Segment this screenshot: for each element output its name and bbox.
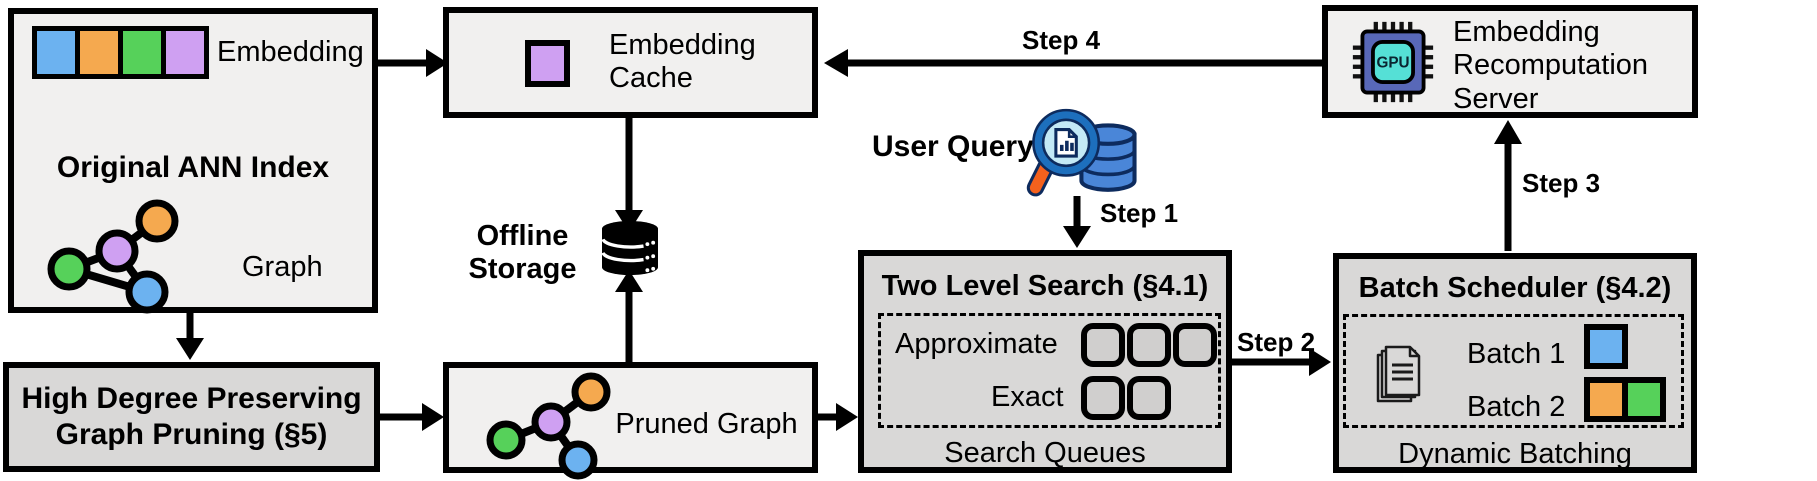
magnifier [1026, 108, 1101, 197]
approximate-queue-row [1081, 323, 1219, 367]
arrow-pruning-to-prunedgraph [380, 403, 444, 431]
two-level-search-title: Two Level Search (§4.1) [881, 270, 1209, 302]
user-query-search-database-icon [1026, 108, 1137, 197]
queue-slot [1081, 376, 1125, 420]
purple-swatch [161, 26, 209, 79]
arrow-prunedgraph-to-search [818, 403, 858, 431]
step1-label: Step 1 [1100, 198, 1179, 228]
step3-label: Step 3 [1522, 168, 1601, 198]
pruned-graph-label: Pruned Graph [615, 408, 798, 440]
batch-scheduler-box: Batch Scheduler (§4.2) Batch 1 Batch 2 [1333, 253, 1697, 473]
user-query-label: User Query [872, 130, 1034, 163]
queue-slot [1127, 323, 1171, 367]
step2-label: Step 2 [1237, 327, 1316, 357]
approximate-label: Approximate [895, 328, 1058, 360]
batch1-swatches [1584, 324, 1628, 369]
orange-swatch [75, 26, 123, 79]
arrow-cache-to-storage [615, 118, 643, 232]
embedding-cache-box: Embedding Cache [443, 7, 818, 118]
arrow-step1-query-to-search [1063, 196, 1091, 248]
search-queues-panel: Approximate Exact [878, 313, 1221, 428]
offline-storage-label: Offline Storage [468, 220, 577, 286]
exact-queue-row [1081, 376, 1173, 420]
gpu-text: GPU [1376, 55, 1409, 72]
graph-label: Graph [242, 251, 323, 283]
arrow-index-to-pruning [176, 313, 204, 360]
batch-scheduler-title: Batch Scheduler (§4.2) [1358, 272, 1672, 304]
document-chart-glyph [1054, 128, 1078, 158]
full-graph-icon [47, 199, 179, 314]
queue-slot [1081, 323, 1125, 367]
batch2-label: Batch 2 [1467, 391, 1566, 423]
queue-slot [1127, 376, 1171, 420]
graph-pruning-box: High Degree Preserving Graph Pruning (§5… [3, 362, 380, 472]
original-ann-index-box: Embedding Original ANN Index Graph [8, 8, 378, 314]
dynamic-batching-panel: Batch 1 Batch 2 [1343, 314, 1684, 428]
two-level-search-box: Two Level Search (§4.1) Approximate Exac… [858, 250, 1232, 473]
embedding-cache-label: Embedding Cache [609, 29, 756, 95]
graph-pruning-title: High Degree Preserving Graph Pruning (§5… [21, 382, 362, 451]
arrow-index-to-cache [378, 49, 448, 77]
arrow-step3-scheduler-to-server [1494, 120, 1522, 251]
gpu-chip-icon: GPU [1352, 21, 1434, 103]
recomputation-server-label: Embedding Recomputation Server [1453, 16, 1649, 115]
green-swatch [1622, 377, 1666, 422]
pruned-graph-box: Pruned Graph [443, 362, 818, 480]
embedding-vector-icon [32, 26, 209, 79]
arrow-prunedgraph-to-storage [615, 270, 643, 362]
arrow-step4-server-to-cache [824, 49, 1322, 77]
offline-storage-database-icon [601, 220, 658, 276]
documents-icon [1376, 345, 1421, 403]
pruned-graph-icon [486, 372, 611, 480]
purple-swatch [525, 40, 570, 87]
batch1-label: Batch 1 [1467, 338, 1566, 370]
original-ann-index-title: Original ANN Index [56, 151, 330, 184]
recomputation-server-box: GPU Embedding Recomputation Server [1322, 5, 1698, 118]
step4-label: Step 4 [1022, 25, 1101, 55]
dynamic-batching-label: Dynamic Batching [1398, 438, 1632, 470]
queue-slot [1173, 323, 1217, 367]
arrow-step2-search-to-scheduler [1232, 348, 1331, 376]
blue-swatch [1584, 324, 1628, 369]
cached-embedding-icon [525, 40, 570, 87]
batch2-swatches [1584, 377, 1666, 422]
exact-label: Exact [991, 381, 1064, 413]
search-queues-label: Search Queues [944, 437, 1146, 469]
blue-swatch [32, 26, 80, 79]
embedding-label: Embedding [217, 36, 364, 68]
green-swatch [118, 26, 166, 79]
